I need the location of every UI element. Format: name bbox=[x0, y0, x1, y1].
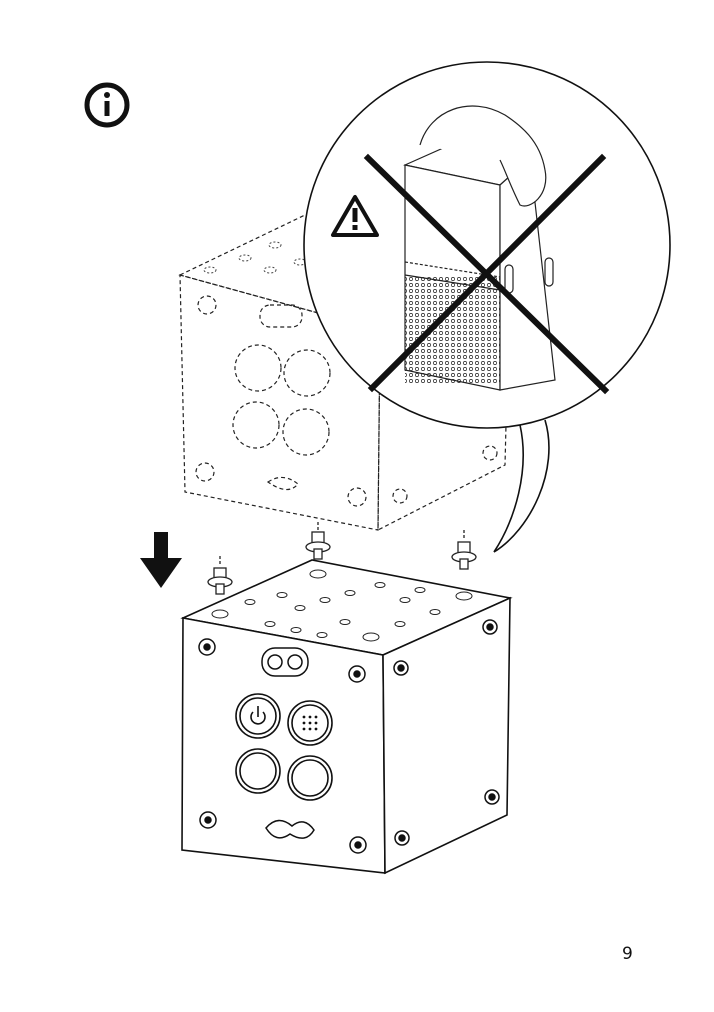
arrow-down-icon bbox=[140, 532, 182, 588]
power-icon bbox=[250, 706, 266, 725]
upper-box-dashed bbox=[178, 214, 512, 531]
lower-box bbox=[180, 559, 513, 875]
lower-box-buttons bbox=[235, 693, 333, 801]
upper-box-top-holes bbox=[203, 241, 307, 274]
cross-prohibition-icon bbox=[363, 153, 610, 395]
lower-box-top-holes bbox=[211, 569, 473, 642]
page-number: 9 bbox=[622, 944, 633, 964]
lower-box-front-details bbox=[198, 619, 500, 854]
warning-icon bbox=[331, 195, 379, 237]
info-icon bbox=[84, 82, 130, 128]
speaker-dots-icon bbox=[302, 715, 318, 731]
